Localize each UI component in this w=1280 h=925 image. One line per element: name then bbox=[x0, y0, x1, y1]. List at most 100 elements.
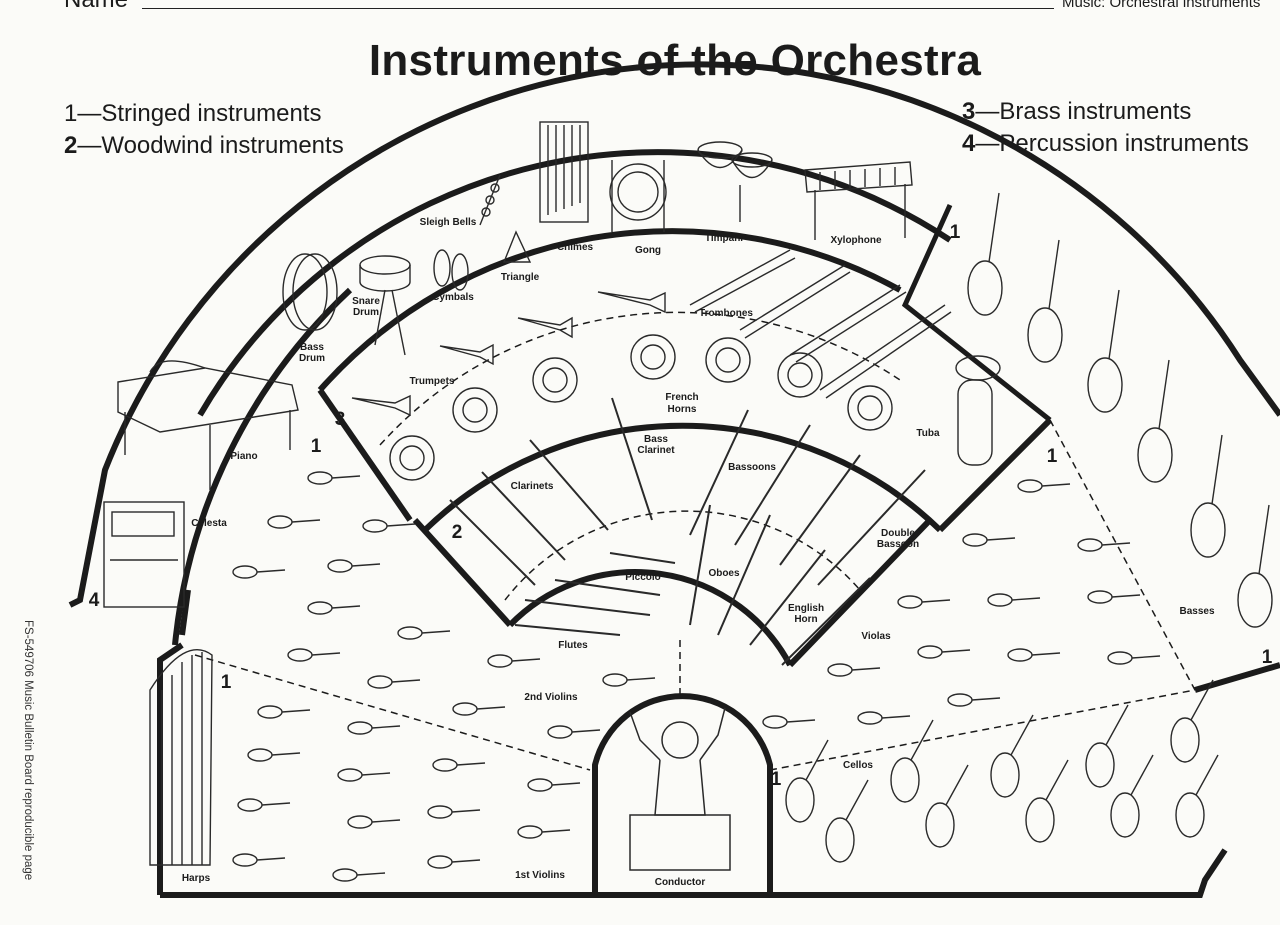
label-french-horns: Horns bbox=[668, 404, 697, 415]
brass-left-edge bbox=[317, 388, 413, 522]
piano-icon bbox=[117, 360, 299, 490]
french-horn-icon bbox=[630, 334, 676, 380]
label-english-horn: Horn bbox=[794, 614, 817, 625]
double-bassoon-icon bbox=[817, 469, 926, 586]
bass-icon bbox=[1087, 289, 1123, 413]
violin-icon bbox=[527, 778, 581, 792]
section-number-strings-cellos: 1 bbox=[771, 769, 782, 790]
cello-icon bbox=[785, 739, 829, 823]
brass-right-edge bbox=[937, 417, 1053, 533]
violin-icon bbox=[1007, 648, 1061, 662]
flute-icon bbox=[554, 579, 661, 596]
label-celesta: Celesta bbox=[191, 518, 227, 529]
violin-icons bbox=[232, 471, 1161, 882]
legend-text: Stringed instruments bbox=[101, 100, 322, 127]
violin-icon bbox=[332, 868, 386, 882]
section-number-strings-violas: 1 bbox=[1047, 446, 1058, 467]
violin-icon bbox=[347, 815, 401, 829]
bass-icon bbox=[1237, 504, 1273, 628]
label-sleigh-bells: Sleigh Bells bbox=[420, 217, 477, 228]
legend-text: Percussion instruments bbox=[999, 130, 1249, 157]
bass-icons bbox=[967, 192, 1273, 628]
cello-icon bbox=[1110, 754, 1154, 838]
woodwind-inner-arc bbox=[507, 569, 793, 667]
label-clarinets: Clarinets bbox=[511, 481, 554, 492]
label-harps: Harps bbox=[182, 873, 211, 884]
tuba-icon bbox=[955, 355, 1001, 466]
label-violas: Violas bbox=[861, 631, 891, 642]
violin-icon bbox=[432, 758, 486, 772]
violin-icon bbox=[962, 533, 1016, 547]
violin-icon bbox=[1107, 651, 1161, 665]
cello-icon bbox=[990, 714, 1034, 798]
trombone-icon bbox=[689, 249, 796, 313]
violin-icon bbox=[327, 559, 381, 573]
violin-icon bbox=[947, 693, 1001, 707]
label-cymbals: Cymbals bbox=[432, 292, 474, 303]
label-trombones: Trombones bbox=[699, 308, 753, 319]
legend-number: 4 bbox=[962, 130, 976, 157]
trumpet-icon bbox=[439, 343, 494, 366]
label-piano: Piano bbox=[230, 451, 257, 462]
legend-text: Woodwind instruments bbox=[101, 132, 344, 159]
violin-icon bbox=[487, 654, 541, 668]
woodwind-left-edge bbox=[412, 517, 513, 628]
chimes-icon bbox=[539, 121, 589, 223]
trumpet-icon bbox=[351, 394, 411, 417]
trombone-icon bbox=[819, 304, 952, 399]
gong-icon bbox=[609, 160, 667, 232]
label-trumpets: Trumpets bbox=[409, 376, 454, 387]
clarinet-icon bbox=[529, 439, 609, 531]
conductor-icon bbox=[629, 707, 731, 871]
legend-item-brass: 3—Brass instruments bbox=[962, 98, 1192, 125]
dashed-dividers bbox=[194, 311, 1196, 771]
violin-icon bbox=[307, 601, 361, 615]
woodwind-outer-arc bbox=[422, 422, 943, 533]
violin-icon bbox=[857, 711, 911, 725]
violin-icon bbox=[917, 645, 971, 659]
violin-icon bbox=[287, 648, 341, 662]
label-triangle: Triangle bbox=[501, 272, 540, 283]
violin-icon bbox=[232, 565, 286, 579]
footer-code: FS-549706 Music Bulletin Board reproduci… bbox=[22, 620, 34, 881]
violin-icon bbox=[547, 725, 601, 739]
page-title: Instruments of the Orchestra bbox=[368, 36, 982, 85]
cello-icon bbox=[1175, 754, 1219, 838]
right-lower-edge bbox=[1194, 662, 1280, 693]
bass-drum-icon bbox=[282, 253, 338, 331]
violin-icon bbox=[1077, 538, 1131, 552]
violin-icon bbox=[362, 519, 416, 533]
label-chimes: Chimes bbox=[557, 242, 594, 253]
violin-icon bbox=[427, 855, 481, 869]
label-bass-clarinet: Bass bbox=[644, 434, 668, 445]
triangle-icon bbox=[502, 230, 532, 263]
oboe-icon bbox=[689, 504, 711, 626]
bassoon-icon bbox=[734, 424, 811, 546]
label-1st-violins: 1st Violins bbox=[515, 870, 565, 881]
bassoon-icon bbox=[779, 454, 861, 566]
stage-front-line bbox=[160, 848, 1228, 898]
label-basses: Basses bbox=[1179, 606, 1214, 617]
violin-icon bbox=[427, 805, 481, 819]
flute-icon bbox=[514, 624, 621, 636]
label-bassoons: Bassoons bbox=[728, 462, 776, 473]
cello-icon bbox=[825, 779, 869, 863]
violin-icon bbox=[232, 853, 286, 867]
violin-icon bbox=[452, 702, 506, 716]
violin-icon bbox=[1017, 479, 1071, 493]
harps-left-edge bbox=[157, 642, 184, 895]
label-bass-clarinet: Clarinet bbox=[637, 445, 675, 456]
name-label: Name bbox=[64, 0, 128, 14]
french-horn-icon bbox=[705, 337, 751, 383]
section-number-brass: 3 bbox=[335, 409, 346, 430]
course-label: Music: Orchestral instruments bbox=[1062, 0, 1261, 11]
bass-icon bbox=[967, 192, 1003, 316]
trumpet-icon bbox=[517, 316, 573, 339]
woodwind-right-edge bbox=[787, 517, 933, 668]
legend-number: 1 bbox=[64, 100, 78, 127]
legend-item-woodwinds: 2—Woodwind instruments bbox=[64, 132, 344, 159]
oboe-icon bbox=[717, 514, 771, 636]
cello-icon bbox=[1170, 679, 1214, 763]
bass-icon bbox=[1137, 359, 1173, 483]
